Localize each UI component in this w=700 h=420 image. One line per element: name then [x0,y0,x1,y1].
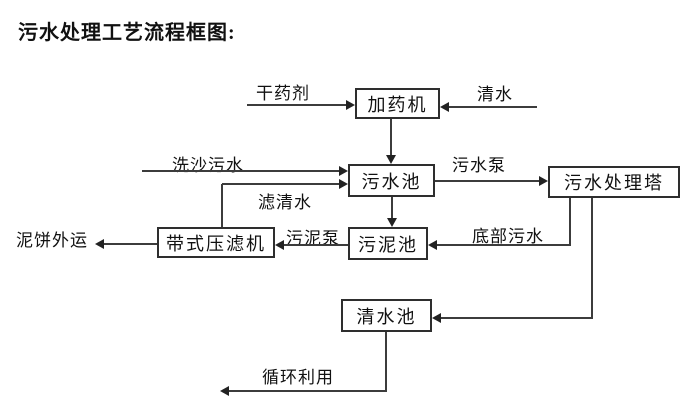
node-sludge-pool-label: 污泥池 [358,234,418,255]
node-dosing-machine: 加药机 [355,88,440,119]
node-dosing-machine-label: 加药机 [367,94,428,115]
flow-label-sewage-pump: 污水泵 [452,156,506,175]
node-belt-filter-press: 带式压滤机 [157,227,275,258]
flow-label-dry-chemical: 干药剂 [256,84,310,103]
connector-tower-to-clear-v [591,198,593,318]
flow-label-mud-cake-out: 泥饼外运 [16,231,88,250]
arrow-right-icon [339,166,348,176]
flow-label-sand-washing-sewage: 洗沙污水 [172,156,244,175]
arrow-right-icon [346,100,355,110]
connector-bottom-sewage-v [569,198,571,245]
connector-recycle-v [385,332,387,391]
node-treatment-tower-label: 污水处理塔 [564,173,664,193]
flow-label-clean-water: 清水 [477,85,513,104]
flow-label-bottom-sewage: 底部污水 [472,227,544,246]
node-sewage-pool: 污水池 [348,164,435,197]
arrow-left-icon [440,102,449,112]
connector-filtered-water-v [221,184,223,227]
flow-label-recycle-use: 循环利用 [262,368,334,387]
connector-dosing-to-sewage [390,119,392,155]
connector-sand-washing [142,170,339,172]
arrow-left-icon [95,239,104,249]
connector-clean-water [449,106,537,108]
node-clear-water-pool-label: 清水池 [356,306,417,327]
connector-recycle-h [229,390,387,392]
node-clear-water-pool: 清水池 [341,299,432,332]
arrow-right-icon [539,176,548,186]
arrow-left-icon [432,313,441,323]
node-sewage-pool-label: 污水池 [361,171,422,192]
connector-sewage-pump [435,180,539,182]
arrow-left-icon [275,240,284,250]
flow-label-sludge-pump: 污泥泵 [286,229,340,248]
connector-mud-cake [104,243,157,245]
arrow-right-icon [339,179,348,189]
node-sludge-pool: 污泥池 [348,227,428,260]
arrow-left-icon [428,240,437,250]
connector-filtered-water-h [222,183,339,185]
connector-bottom-sewage-h [437,244,571,246]
node-treatment-tower: 污水处理塔 [548,166,680,198]
arrow-down-icon [387,218,397,227]
flow-label-filtered-water: 滤清水 [258,193,312,212]
connector-sludge-pump [284,244,348,246]
node-belt-filter-press-label: 带式压滤机 [166,233,266,254]
page-title: 污水处理工艺流程框图: [18,22,236,44]
connector-tower-to-clear-h [441,317,593,319]
connector-sewage-to-sludge [391,197,393,218]
arrow-down-icon [386,155,396,164]
connector-dry-chemical [247,104,346,106]
arrow-left-icon [220,386,229,396]
